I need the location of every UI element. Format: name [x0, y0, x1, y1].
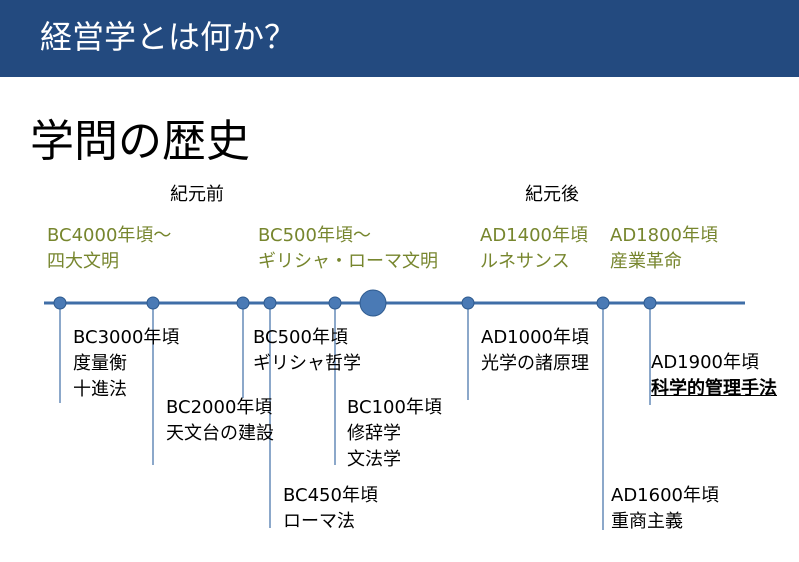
- event-below-bc500: BC500年頃 ギリシャ哲学: [253, 325, 361, 377]
- era-divider-dot: [359, 289, 387, 317]
- timeline-dot: [263, 296, 277, 310]
- event-desc: ギリシャ哲学: [253, 353, 361, 374]
- timeline-dot: [328, 296, 342, 310]
- event-date: AD1000年頃: [481, 327, 589, 348]
- event-date: BC500年頃: [253, 327, 348, 348]
- slide-heading: 学問の歴史: [30, 116, 250, 167]
- event-desc: 四大文明: [47, 251, 119, 272]
- event-date: BC500年頃～: [258, 225, 371, 246]
- era-label-bc: 紀元前: [170, 184, 224, 205]
- event-below-ad1000: AD1000年頃 光学の諸原理: [481, 325, 589, 377]
- event-above-bc500: BC500年頃～ ギリシャ・ローマ文明: [258, 223, 438, 275]
- event-desc: ローマ法: [283, 511, 355, 532]
- event-below-bc450: BC450年頃 ローマ法: [283, 483, 378, 535]
- event-below-bc2000: BC2000年頃 天文台の建設: [166, 395, 274, 447]
- event-date: AD1400年頃: [480, 225, 588, 246]
- event-desc-emphasis: 科学的管理手法: [651, 378, 777, 399]
- event-below-bc3000: BC3000年頃 度量衡 十進法: [73, 325, 179, 403]
- event-date: AD1800年頃: [610, 225, 718, 246]
- event-desc: 修辞学: [347, 423, 401, 444]
- event-desc: 度量衡: [73, 353, 127, 374]
- event-date: AD1900年頃: [651, 352, 759, 373]
- timeline-dot: [236, 296, 250, 310]
- event-desc: 文法学: [347, 449, 401, 470]
- event-below-ad1600: AD1600年頃 重商主義: [611, 483, 719, 535]
- event-above-ad1400: AD1400年頃 ルネサンス: [480, 223, 588, 275]
- slide-header: 経営学とは何か？: [0, 0, 799, 77]
- event-desc: 天文台の建設: [166, 423, 274, 444]
- event-date: BC2000年頃: [166, 397, 273, 418]
- timeline-dot: [461, 296, 475, 310]
- timeline-dot: [146, 296, 160, 310]
- event-above-bc4000: BC4000年頃～ 四大文明: [47, 223, 171, 275]
- event-above-ad1800: AD1800年頃 産業革命: [610, 223, 718, 275]
- event-desc: ギリシャ・ローマ文明: [258, 251, 438, 272]
- event-desc: 光学の諸原理: [481, 353, 589, 374]
- timeline-dot: [53, 296, 67, 310]
- timeline-dot: [596, 296, 610, 310]
- event-below-bc100: BC100年頃 修辞学 文法学: [347, 395, 442, 473]
- era-label-ad: 紀元後: [525, 184, 579, 205]
- event-desc: 重商主義: [611, 511, 683, 532]
- event-desc: ルネサンス: [480, 251, 570, 272]
- event-desc: 産業革命: [610, 251, 682, 272]
- slide-title: 経営学とは何か？: [40, 18, 297, 56]
- event-date: BC450年頃: [283, 485, 378, 506]
- event-date: BC3000年頃: [73, 327, 180, 348]
- timeline-dot: [643, 296, 657, 310]
- event-date: AD1600年頃: [611, 485, 719, 506]
- event-below-ad1900: AD1900年頃 科学的管理手法: [651, 350, 777, 402]
- event-date: BC100年頃: [347, 397, 442, 418]
- event-desc: 十進法: [73, 379, 127, 400]
- event-date: BC4000年頃～: [47, 225, 172, 246]
